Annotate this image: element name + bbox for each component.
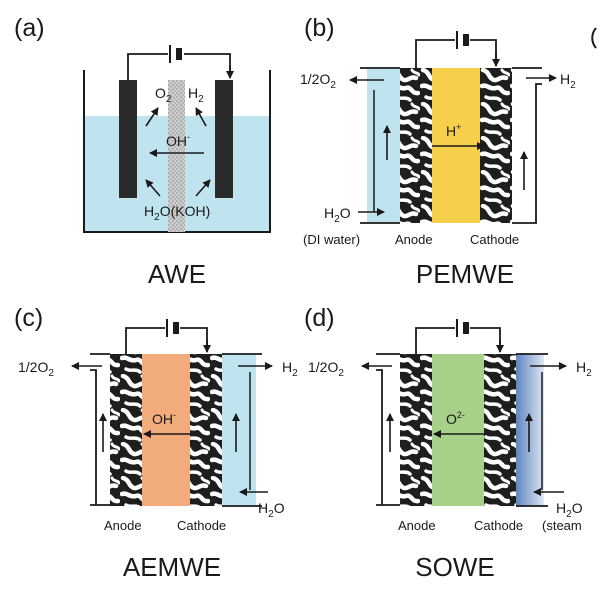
panel-c: (c) 1/2O2 H2 OH- H2O Anode Cathode AEMWE [14, 304, 298, 582]
panel-c-letter: (c) [14, 304, 43, 332]
awe-separator [168, 80, 185, 232]
aem-anode-channel [90, 353, 110, 506]
awe-feed-arrow-left [145, 179, 161, 197]
aem-cathode-electrode [190, 354, 222, 506]
pem-cathode-channel [512, 67, 542, 224]
sowe-membrane [432, 354, 484, 506]
awe-h2-label: H2 [188, 85, 204, 105]
sowe-o2-label: 1/2O2 [308, 359, 344, 379]
aem-anode-electrode [110, 354, 142, 506]
panel-b-caption: PEMWE [416, 259, 514, 289]
pem-feed-note: (DI water) [303, 232, 360, 247]
pem-ion-label: H+ [446, 122, 461, 139]
awe-feed-arrow-right [195, 179, 211, 197]
sowe-h2-label: H2 [576, 359, 592, 379]
awe-battery-short [176, 48, 182, 60]
panel-b: (b) 1/2O2 H2 H+ H2O (DI water) Anode Cat… [300, 14, 576, 289]
pem-battery-short [463, 34, 469, 46]
panel-a: (a) O2 H2 OH- H2O(KOH) AWE [14, 14, 271, 289]
sowe-steam-channel-edge [516, 353, 548, 507]
panel-a-caption: AWE [148, 259, 206, 289]
awe-o2-label: O2 [155, 85, 172, 105]
sowe-anode-electrode [400, 354, 432, 506]
sowe-feed-label: H2O [556, 500, 583, 520]
aem-cathode-label: Cathode [177, 518, 226, 533]
panel-d-caption: SOWE [415, 552, 494, 582]
aem-feed-label: H2O [258, 500, 285, 520]
awe-ion-label: OH- [166, 132, 190, 149]
sowe-anode-label: Anode [398, 518, 436, 533]
aem-ion-label: OH- [152, 410, 176, 427]
pem-anode-channel [367, 68, 400, 223]
sowe-anode-channel [376, 353, 400, 506]
panel-b-letter: (b) [304, 14, 335, 42]
pem-anode-electrode [400, 68, 432, 223]
cropped-panel-edge [591, 27, 597, 49]
pem-feed-label: H2O [324, 205, 351, 225]
aem-battery-short [173, 322, 179, 334]
awe-o2-arrow [145, 107, 159, 127]
awe-feed-label: H2O(KOH) [144, 203, 210, 223]
aem-anode-label: Anode [104, 518, 142, 533]
sowe-ion-label: O2- [446, 410, 465, 427]
aem-cathode-channel-edge [222, 353, 262, 507]
pem-cathode-label: Cathode [470, 232, 519, 247]
panel-d: (d) 1/2O2 H2 O2- H2O Anode Cathode (stea… [304, 304, 592, 582]
pem-anode-channel-edge [360, 67, 400, 224]
panel-c-caption: AEMWE [123, 552, 221, 582]
sowe-steam-channel [516, 354, 544, 506]
sowe-cathode-label: Cathode [474, 518, 523, 533]
awe-h2-arrow [195, 107, 207, 127]
pem-cathode-electrode [480, 68, 512, 223]
pem-anode-label: Anode [395, 232, 433, 247]
aem-cathode-channel [222, 354, 256, 506]
sowe-cathode-electrode [484, 354, 516, 506]
sowe-feed-note: (steam [542, 518, 582, 533]
sowe-battery-short [463, 322, 469, 334]
aem-o2-label: 1/2O2 [18, 359, 54, 379]
aem-h2-label: H2 [282, 359, 298, 379]
panel-a-letter: (a) [14, 14, 45, 42]
pem-h2-label: H2 [560, 71, 576, 91]
awe-anode [119, 80, 137, 198]
aem-membrane [142, 354, 190, 506]
pem-wire [415, 39, 497, 68]
pem-o2-label: 1/2O2 [300, 71, 336, 91]
awe-cathode [215, 80, 233, 198]
panel-d-letter: (d) [304, 304, 335, 332]
